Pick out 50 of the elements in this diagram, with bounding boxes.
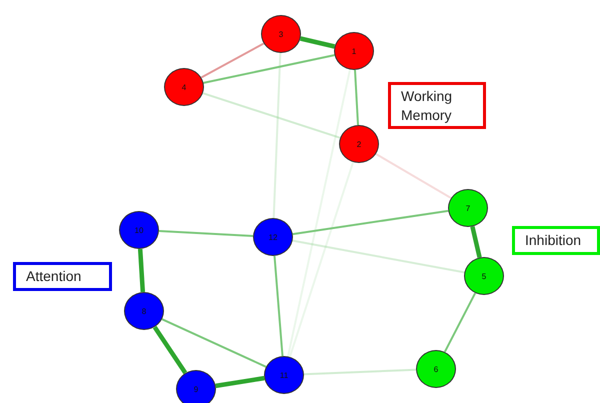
network-link: [200, 42, 264, 78]
group-label-box: [388, 82, 486, 129]
node-number: 5: [482, 272, 486, 280]
network-link: [215, 376, 265, 388]
node-number: 4: [182, 82, 186, 92]
network-link: [288, 162, 354, 358]
network-link: [292, 240, 465, 274]
network-node: [124, 292, 164, 330]
network-node: [448, 189, 488, 227]
node-number: 2: [356, 140, 362, 148]
node-number: 9: [194, 384, 198, 394]
group-label-box: [512, 226, 600, 255]
network-link: [300, 36, 336, 49]
network-node: [119, 211, 159, 249]
network-link: [138, 248, 146, 292]
node-number: 11: [280, 370, 288, 380]
network-node: [176, 370, 216, 403]
network-link: [354, 70, 359, 126]
group-label: Attention: [26, 267, 82, 286]
node-number: 10: [134, 226, 144, 234]
node-number: 8: [142, 306, 146, 316]
network-link: [162, 318, 266, 368]
network-link: [292, 210, 448, 236]
network-link: [152, 326, 188, 374]
node-number: 12: [268, 232, 278, 242]
network-link: [203, 54, 335, 84]
node-number: 7: [466, 204, 470, 212]
node-number: 3: [278, 30, 284, 38]
group-label: Inhibition: [525, 231, 582, 250]
network-node: [416, 350, 456, 388]
network-node: [164, 68, 204, 106]
node-number: 1: [352, 46, 356, 56]
node-number: 6: [434, 364, 438, 374]
group-label: Working Memory: [401, 86, 454, 124]
network-link: [274, 256, 284, 356]
network-link: [376, 153, 452, 199]
network-link: [158, 230, 254, 237]
network-link: [470, 226, 482, 258]
network-link: [272, 52, 282, 218]
network-link: [287, 69, 351, 357]
network-link: [304, 368, 416, 376]
network-node: [261, 15, 301, 53]
network-node: [253, 218, 293, 256]
group-label-box: [13, 262, 112, 291]
network-node: [334, 32, 374, 70]
network-link: [202, 92, 340, 139]
network-node: [264, 356, 304, 394]
network-link: [444, 292, 476, 352]
network-node: [464, 257, 504, 295]
network-node: [339, 125, 379, 163]
